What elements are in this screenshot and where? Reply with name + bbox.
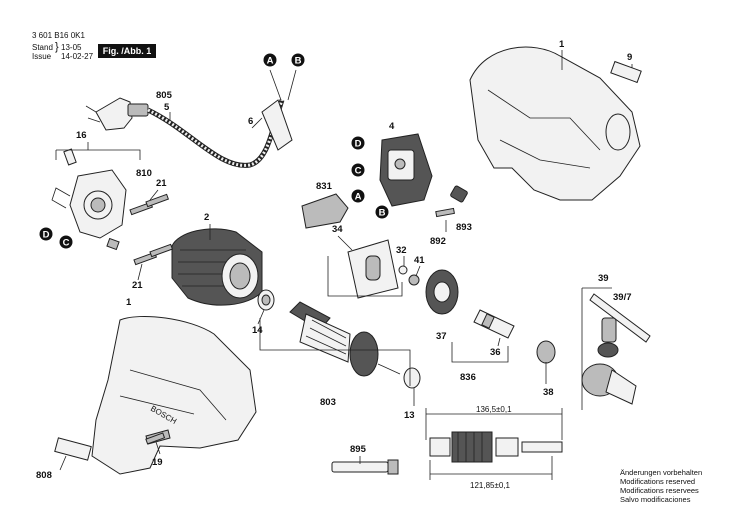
- dimension-upper-label: 136,5±0,1: [476, 405, 512, 414]
- callout-14: 14: [252, 325, 263, 336]
- callout-6: 6: [248, 116, 253, 127]
- leader-803: [259, 318, 411, 386]
- connector-a-badge-switch: A: [351, 189, 365, 203]
- power-cord: [85, 69, 297, 168]
- callout-836: 836: [460, 372, 476, 383]
- callout-831: 831: [316, 181, 333, 192]
- svg-text:D: D: [43, 230, 50, 241]
- brush-holder: [51, 148, 141, 251]
- leader-34: [327, 256, 403, 297]
- connector-b-badge-top: B: [291, 53, 305, 67]
- svg-text:A: A: [355, 192, 362, 203]
- issue-date: 14-02-27: [61, 52, 94, 61]
- callout-38: 38: [543, 387, 554, 398]
- figure-tag: Fig. /Abb. 1: [98, 44, 156, 58]
- callout-810: 810: [136, 168, 152, 179]
- callout-4: 4: [389, 121, 395, 132]
- callout-39: 39: [598, 273, 609, 284]
- callout-41: 41: [414, 255, 425, 266]
- dimension-drawing: [425, 408, 563, 480]
- header-brace: }: [55, 41, 59, 53]
- callout-892: 892: [430, 236, 446, 247]
- callout-808: 808: [36, 470, 52, 481]
- callout-21-upper: 21: [156, 178, 167, 189]
- callout-37: 37: [436, 331, 447, 342]
- armature: [257, 289, 421, 389]
- field-stator: [171, 228, 263, 306]
- callout-16: 16: [76, 130, 87, 141]
- housing-lower: BOSCH: [54, 315, 257, 475]
- bracket-831: [301, 193, 349, 229]
- callout-2: 2: [204, 212, 209, 223]
- callout-1-lower: 1: [126, 297, 132, 308]
- callout-803: 803: [320, 397, 336, 408]
- leader-836: [451, 342, 509, 363]
- screw-19: [145, 432, 166, 445]
- callout-39-7: 39/7: [613, 292, 632, 303]
- housing-upper: [469, 46, 642, 201]
- callout-5: 5: [164, 102, 170, 113]
- svg-text:D: D: [355, 139, 362, 150]
- callout-21-lower: 21: [132, 280, 143, 291]
- grease-tube: [331, 459, 399, 475]
- callout-36: 36: [490, 347, 501, 358]
- stand-label: Stand: [32, 43, 53, 52]
- part-number: 3 601 B16 0K1: [32, 31, 85, 40]
- svg-text:B: B: [295, 56, 302, 67]
- modifications-de: Änderungen vorbehalten: [620, 468, 703, 477]
- svg-text:C: C: [355, 166, 362, 177]
- svg-text:A: A: [267, 56, 274, 67]
- issue-label: Issue: [32, 52, 52, 61]
- screw-892-and-893: [435, 185, 468, 218]
- svg-text:C: C: [63, 238, 70, 249]
- callout-32: 32: [396, 245, 407, 256]
- bearing-plate-34: [347, 239, 420, 299]
- connector-d-badge-switch: D: [351, 136, 365, 150]
- bearing-38: [536, 340, 556, 364]
- stand-date: 13-05: [61, 43, 82, 52]
- spindle-36: [473, 309, 515, 339]
- callout-34: 34: [332, 224, 343, 235]
- switch: [379, 133, 433, 207]
- callout-895: 895: [350, 444, 367, 455]
- chuck-39: [581, 287, 651, 410]
- connector-a-badge-top: A: [263, 53, 277, 67]
- callout-13: 13: [404, 410, 415, 421]
- svg-text:B: B: [379, 208, 386, 219]
- connector-b-badge-switch: B: [375, 205, 389, 219]
- connector-c-badge-switch: C: [351, 163, 365, 177]
- modifications-fr: Modifications reservees: [620, 486, 699, 495]
- screws-21: [129, 193, 174, 266]
- connector-c-badge-brush: C: [59, 235, 73, 249]
- modifications-en: Modifications reserved: [620, 477, 696, 486]
- connector-d-badge-brush: D: [39, 227, 53, 241]
- callout-893: 893: [456, 222, 472, 233]
- callout-9: 9: [627, 52, 632, 63]
- callout-805: 805: [156, 90, 173, 101]
- dimension-lower-label: 121,85±0,1: [470, 481, 511, 490]
- callout-1-upper: 1: [559, 39, 565, 50]
- gear-37: [425, 269, 459, 315]
- callout-19: 19: [152, 457, 163, 468]
- modifications-es: Salvo modificaciones: [620, 495, 691, 504]
